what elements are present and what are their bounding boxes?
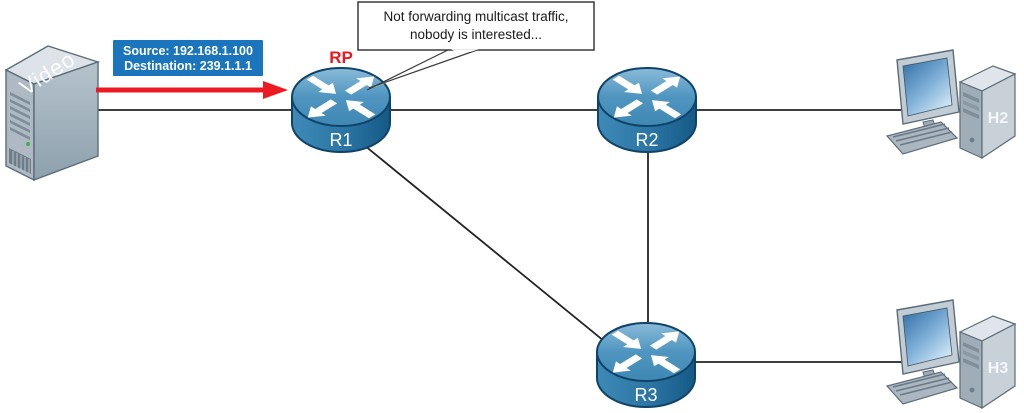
server-power-led [26,142,30,146]
router-r1-label: R1 [329,130,352,150]
packet-info-box [113,40,263,76]
rp-label: RP [329,48,353,67]
host-h2 [886,49,1016,159]
host-h3-label: H3 [988,360,1009,377]
callout-bubble: Not forwarding multicast traffic, nobody… [357,1,595,91]
host-h2-label: H2 [988,110,1009,127]
callout-tail-line-right [368,48,481,89]
packet-source-text: Source: 192.168.1.100 [123,44,253,58]
callout-text-line2: nobody is interested... [410,27,542,42]
link-r1-r3 [347,131,643,373]
host-h3 [886,299,1016,409]
callout-tail-line-left [366,48,451,91]
server-vent-lines [12,151,30,174]
video-server: Video [4,45,101,182]
callout-text-line1: Not forwarding multicast traffic, [383,9,568,24]
callout-box [357,1,595,51]
packet-destination-text: Destination: 239.1.1.1 [124,59,252,73]
router-r2-label: R2 [635,130,658,150]
server-side-face [33,61,99,182]
multicast-flow-arrow [96,81,288,99]
packet-info-label: Source: 192.168.1.100 Destination: 239.1… [113,40,263,76]
links [70,109,908,373]
server-drive-bays [10,92,30,140]
flow-arrow-head [263,81,288,99]
callout-tail-gap [451,49,479,52]
router-r3-label: R3 [634,385,657,405]
